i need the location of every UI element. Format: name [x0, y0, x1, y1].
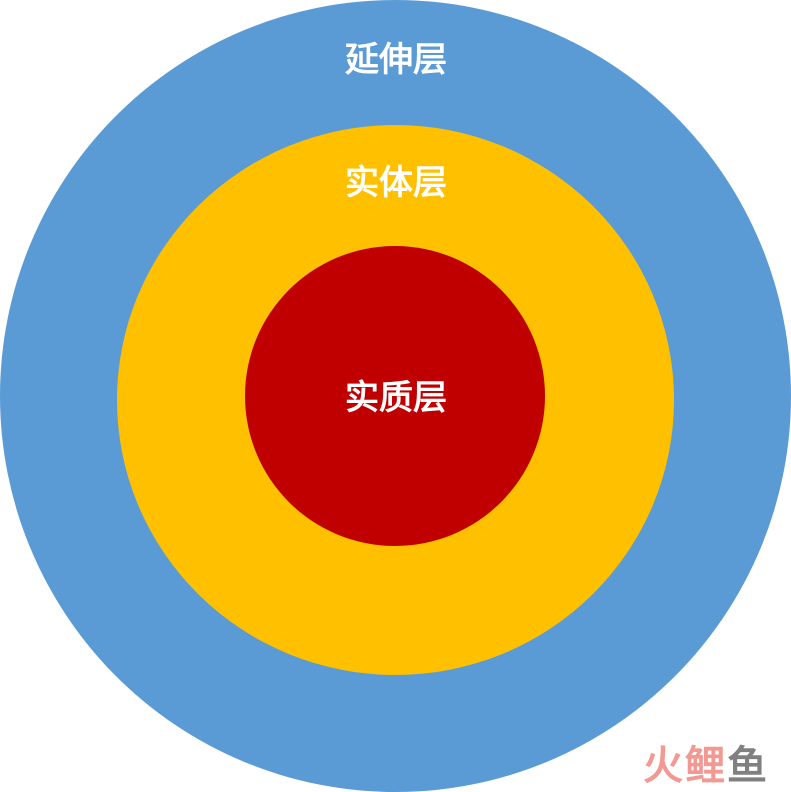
watermark-char: 鲤	[685, 743, 725, 789]
layer-label-extension: 延伸层	[345, 40, 447, 80]
watermark-logo: 火 鲤 鱼	[643, 744, 767, 788]
layer-label-core: 实质层	[345, 378, 447, 418]
layer-label-entity: 实体层	[345, 163, 447, 203]
layer-ring-core	[245, 246, 545, 546]
watermark-char: 火	[643, 743, 683, 789]
watermark-char: 鱼	[727, 743, 767, 789]
